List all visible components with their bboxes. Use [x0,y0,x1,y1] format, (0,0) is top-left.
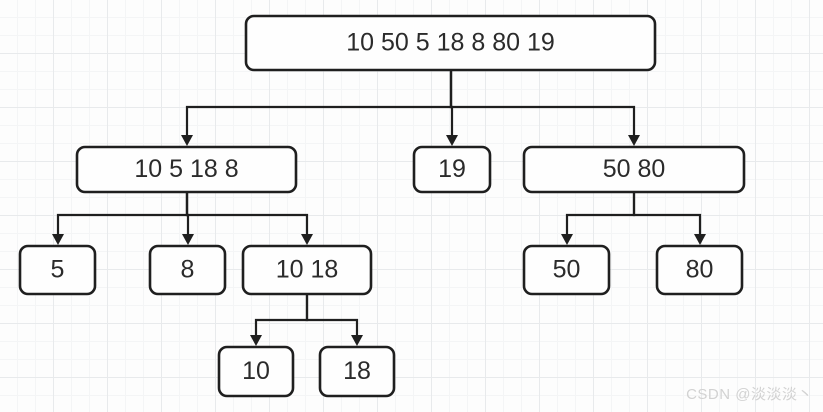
node-box[interactable] [18,244,97,296]
node-box[interactable] [241,244,373,296]
tree-node-l2a[interactable]: 5 [18,244,97,296]
tree-node-l1b[interactable]: 19 [412,145,492,194]
node-box[interactable] [148,244,227,296]
node-box[interactable] [412,145,492,194]
arrow-head-icon [52,234,64,245]
node-box[interactable] [75,145,298,194]
tree-edge [449,70,640,146]
node-box[interactable] [244,14,657,72]
tree-node-l2d[interactable]: 50 [522,244,611,296]
tree-edge [181,70,453,146]
node-label: 10 18 [276,256,339,284]
csdn-watermark: CSDN @淡淡淡丶 [686,386,813,403]
node-box[interactable] [522,244,611,296]
node-box[interactable] [655,244,744,296]
tree-edge [305,294,363,346]
node-label: 10 50 5 18 8 80 19 [346,29,555,57]
node-label: 50 80 [603,155,666,183]
arrow-head-icon [628,135,640,146]
node-label: 5 [51,256,65,284]
node-box[interactable] [217,345,295,398]
tree-node-root[interactable]: 10 50 5 18 8 80 19 [244,14,657,72]
node-box[interactable] [318,345,396,398]
node-layer: 10 50 5 18 8 80 19 10 5 18 8 19 50 80 5 8 10 1… [18,14,746,398]
node-label: 18 [343,357,371,385]
node-label: 50 [553,256,581,284]
tree-edge [52,192,189,245]
arrow-head-icon [351,335,363,346]
node-box[interactable] [522,145,746,194]
tree-node-l3a[interactable]: 10 [217,345,295,398]
tree-node-l2e[interactable]: 80 [655,244,744,296]
node-label: 8 [181,256,195,284]
tree-edge [185,192,313,245]
tree-node-l1c[interactable]: 50 80 [522,145,746,194]
node-label: 10 [242,357,270,385]
tree-edge [250,294,309,346]
arrow-head-icon [301,234,313,245]
tree-node-l2c[interactable]: 10 18 [241,244,373,296]
tree-edge [632,192,706,245]
node-label: 80 [686,256,714,284]
tree-edge [561,192,636,245]
arrow-head-icon [181,135,193,146]
arrow-head-icon [446,135,458,146]
node-label: 10 5 18 8 [134,155,238,183]
tree-node-l3b[interactable]: 18 [318,345,396,398]
tree-node-l1a[interactable]: 10 5 18 8 [75,145,298,194]
edge-layer [52,70,706,346]
tree-node-l2b[interactable]: 8 [148,244,227,296]
arrow-head-icon [561,234,573,245]
node-label: 19 [438,155,466,183]
arrow-head-icon [182,234,194,245]
arrow-head-icon [694,234,706,245]
arrow-head-icon [250,335,262,346]
